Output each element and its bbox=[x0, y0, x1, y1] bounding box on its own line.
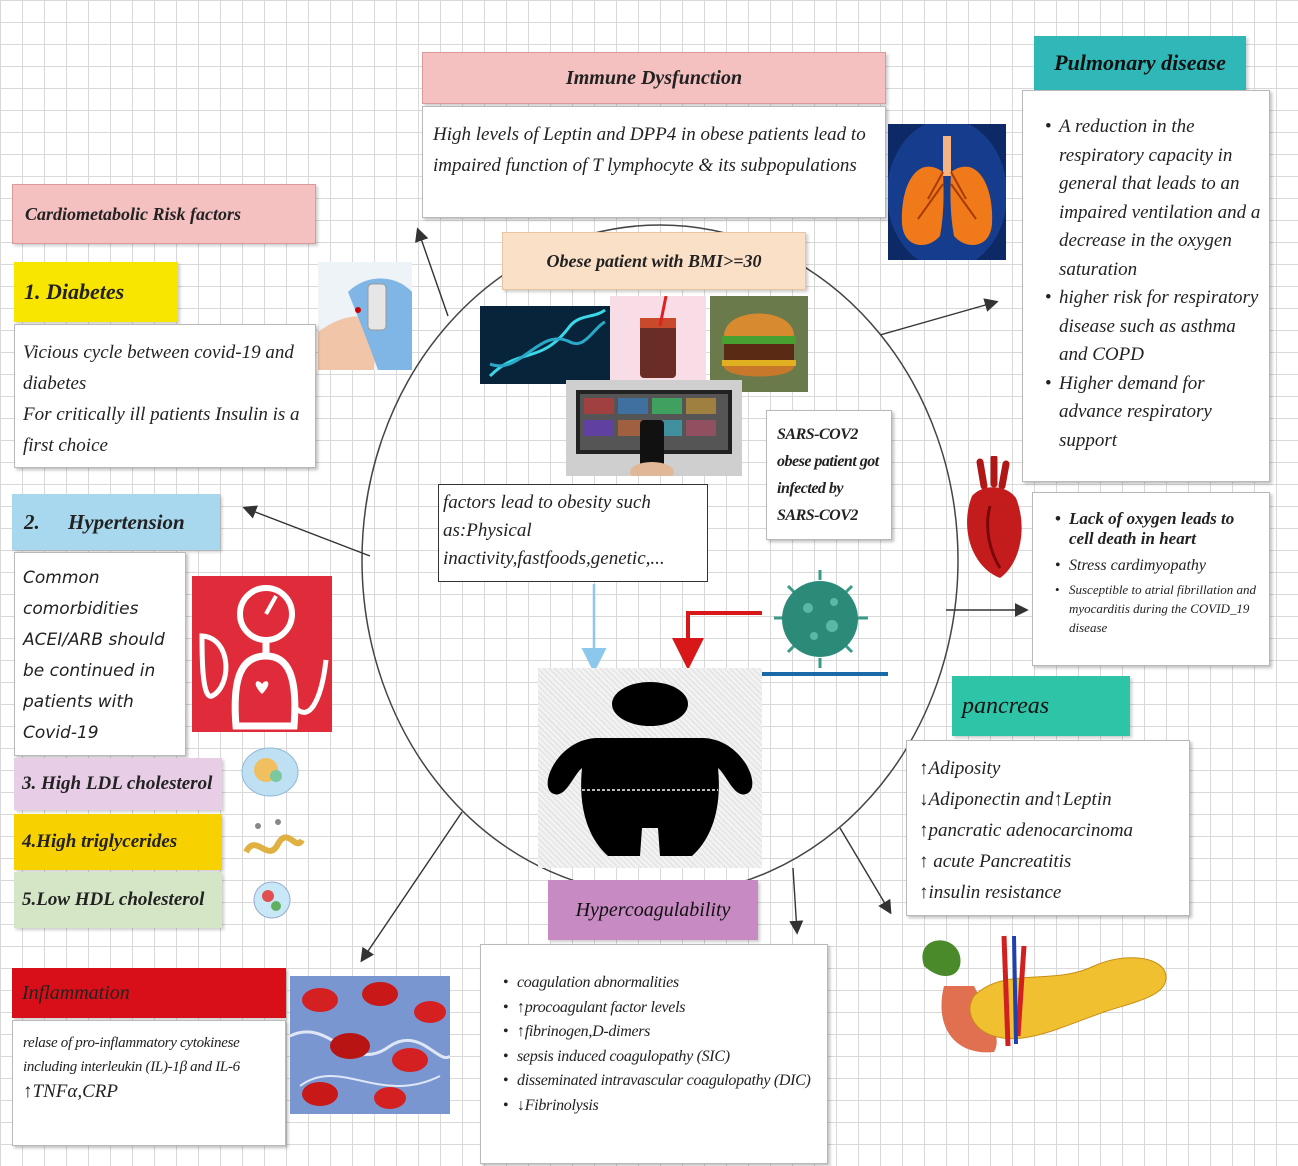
hypercoag-item: sepsis induced coagulopathy (SIC) bbox=[501, 1045, 819, 1070]
hypertension-box: Common comorbidities ACEI/ARB should be … bbox=[14, 552, 186, 756]
immune-box: High levels of Leptin and DPP4 in obese … bbox=[422, 106, 886, 218]
ldl-image bbox=[238, 740, 302, 800]
glucose-test-image bbox=[318, 262, 412, 370]
heart-list: Lack of oxygen leads to cell death in he… bbox=[1053, 509, 1261, 638]
soda-image bbox=[610, 296, 706, 384]
heart-item: Susceptible to atrial fibrillation and m… bbox=[1053, 581, 1261, 638]
heart-box: Lack of oxygen leads to cell death in he… bbox=[1032, 492, 1270, 666]
inflammation-text-1: relase of pro-inflammatory cytokinese in… bbox=[23, 1035, 240, 1075]
diabetes-text-2: For critically ill patients Insulin is a… bbox=[23, 404, 300, 456]
heart-item: Stress cardimyopathy bbox=[1053, 556, 1261, 575]
arrow-to-hypertension bbox=[242, 505, 371, 557]
hypercoag-list: coagulation abnormalities ↑procoagulant … bbox=[501, 971, 819, 1118]
cardio-title: Cardiometabolic Risk factors bbox=[12, 184, 316, 244]
hdl-image bbox=[252, 878, 292, 922]
arrow-to-pulmonary bbox=[879, 298, 999, 336]
pulmonary-item: Higher demand for advance respiratory su… bbox=[1043, 370, 1261, 456]
hypercoag-item: ↓Fibrinolysis bbox=[501, 1094, 819, 1119]
hdl-label: 5.Low HDL cholesterol bbox=[14, 872, 222, 928]
lungs-image bbox=[888, 124, 1006, 260]
arrow-to-immune bbox=[415, 227, 449, 317]
hypertension-text: Common comorbidities ACEI/ARB should be … bbox=[23, 568, 165, 743]
sars-box: SARS-COV2 obese patient got infected by … bbox=[766, 410, 892, 540]
virus-image bbox=[762, 566, 888, 678]
pancreas-image bbox=[914, 926, 1172, 1066]
pancreas-item: ↑pancratic adenocarcinoma bbox=[919, 820, 1134, 841]
hypertension-label: Hypertension bbox=[68, 509, 185, 534]
heart-image bbox=[960, 456, 1028, 580]
factors-text: factors lead to obesity such as:Physical… bbox=[443, 492, 665, 569]
factors-box: factors lead to obesity such as:Physical… bbox=[438, 484, 708, 582]
pulmonary-item: A reduction in the respiratory capacity … bbox=[1043, 113, 1261, 284]
hypercoag-box: coagulation abnormalities ↑procoagulant … bbox=[480, 944, 828, 1164]
dna-image bbox=[480, 306, 610, 384]
pancreas-item: ↑ acute Pancreatitis bbox=[919, 851, 1072, 872]
hypertension-title: 2. Hypertension bbox=[12, 494, 220, 550]
hypercoag-title: Hypercoagulability bbox=[548, 880, 758, 940]
inflammation-text-2: ↑TNFα,CRP bbox=[23, 1081, 118, 1102]
pulmonary-title: Pulmonary disease bbox=[1034, 36, 1246, 90]
triglycerides-image bbox=[238, 812, 306, 872]
heart-item: Lack of oxygen leads to cell death in he… bbox=[1053, 509, 1261, 550]
immune-title: Immune Dysfunction bbox=[422, 52, 886, 104]
hypercoag-item: disseminated intravascular coagulopathy … bbox=[501, 1069, 819, 1094]
blood-pressure-image bbox=[192, 576, 332, 732]
tv-remote-image bbox=[566, 380, 742, 476]
obese-figure-image bbox=[538, 668, 762, 868]
burger-image bbox=[710, 296, 808, 392]
ldl-label: 3. High LDL cholesterol bbox=[14, 758, 222, 810]
pancreas-box: ↑Adiposity ↓Adiponectin and↑Leptin ↑panc… bbox=[906, 740, 1190, 916]
hypercoag-item: ↑procoagulant factor levels bbox=[501, 996, 819, 1021]
arrow-virus-to-obese bbox=[672, 611, 762, 670]
obese-title: Obese patient with BMI>=30 bbox=[502, 232, 806, 290]
pancreas-title: pancreas bbox=[952, 676, 1130, 736]
pulmonary-box: A reduction in the respiratory capacity … bbox=[1022, 90, 1270, 482]
sars-text: SARS-COV2 obese patient got infected by … bbox=[777, 426, 879, 524]
pancreas-item: ↓Adiponectin and↑Leptin bbox=[919, 789, 1112, 810]
diabetes-box: Vicious cycle between covid-19 and diabe… bbox=[14, 324, 316, 468]
hypercoag-item: coagulation abnormalities bbox=[501, 971, 819, 996]
pulmonary-item: higher risk for respiratory disease such… bbox=[1043, 284, 1261, 370]
arrow-to-pancreas bbox=[839, 827, 892, 915]
immune-text: High levels of Leptin and DPP4 in obese … bbox=[433, 124, 866, 176]
pancreas-item: ↑Adiposity bbox=[919, 758, 1001, 779]
hypercoag-item: ↑fibrinogen,D-dimers bbox=[501, 1020, 819, 1045]
diabetes-text-1: Vicious cycle between covid-19 and diabe… bbox=[23, 342, 294, 394]
diabetes-title: 1. Diabetes bbox=[14, 262, 178, 322]
inflammation-title: Inflammation bbox=[12, 968, 286, 1018]
inflammation-box: relase of pro-inflammatory cytokinese in… bbox=[12, 1020, 286, 1146]
arrow-to-inflammation bbox=[360, 811, 463, 963]
blood-cells-image bbox=[290, 976, 450, 1114]
triglycerides-label: 4.High triglycerides bbox=[14, 814, 222, 870]
arrow-to-hypercoag bbox=[789, 867, 804, 935]
pancreas-item: ↑insulin resistance bbox=[919, 882, 1062, 903]
hypertension-number: 2. bbox=[24, 509, 40, 534]
pulmonary-list: A reduction in the respiratory capacity … bbox=[1043, 113, 1261, 455]
